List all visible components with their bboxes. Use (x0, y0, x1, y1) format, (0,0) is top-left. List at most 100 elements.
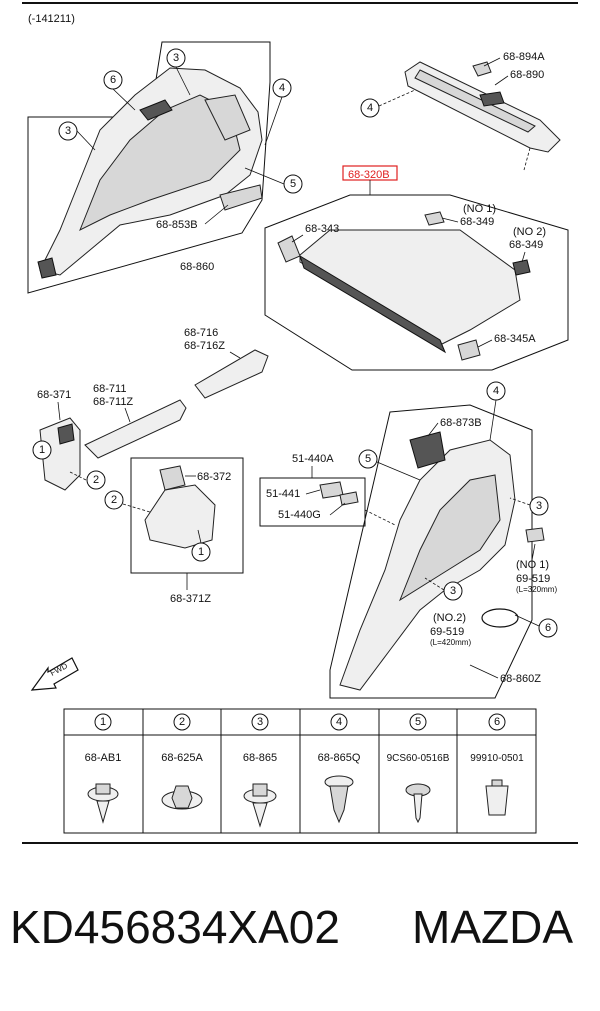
label-68-349-a: 68-349 (460, 216, 494, 228)
sill-plate-ridge (414, 69, 536, 133)
callout-4-top: 4 (264, 78, 292, 146)
svg-text:4: 4 (336, 716, 342, 728)
part-68-372 (159, 465, 186, 491)
callout-3-left: 3 (58, 121, 96, 151)
push-clip-icon (87, 783, 119, 824)
svg-text:4: 4 (493, 385, 499, 397)
label-68-873B: 68-873B (440, 417, 482, 429)
leader-68-349-a (441, 217, 459, 223)
frame-51-440A (259, 477, 366, 527)
part-68-371Z (144, 484, 216, 549)
callout-6-right: 6 (514, 614, 558, 638)
svg-text:2: 2 (93, 474, 99, 486)
part-68-873B (409, 431, 446, 469)
svg-text:6: 6 (110, 74, 116, 86)
frame-68-860Z (329, 404, 533, 699)
label-len-a: (L=320mm) (516, 585, 557, 594)
trim-clip (37, 257, 57, 279)
part-68-343 (277, 235, 301, 263)
legend-col-6: 6 99910-0501 (470, 713, 524, 816)
callout-3-mid: 3 (424, 577, 463, 601)
leader-51-441 (305, 489, 321, 495)
revision-label: (-141211) (28, 13, 75, 25)
svg-text:2: 2 (111, 494, 117, 506)
legend-part-9CS60-0516B: 9CS60-0516B (387, 753, 450, 764)
svg-text:5: 5 (415, 716, 421, 728)
leader-68-873B (427, 422, 439, 437)
label-68-894A: 68-894A (503, 51, 545, 63)
grommet-icon (485, 779, 509, 816)
label-68-320B: 68-320B (348, 169, 390, 181)
svg-text:6: 6 (545, 622, 551, 634)
leader-68-860Z (469, 664, 499, 679)
label-no2-a: (NO 2) (513, 226, 546, 238)
legend-part-68-865: 68-865 (243, 752, 277, 764)
part-68-711 (84, 399, 187, 459)
part-69-519-no2 (481, 608, 519, 628)
trim-vent (139, 99, 173, 121)
label-68-853B: 68-853B (156, 219, 198, 231)
part-51-440G (339, 491, 359, 506)
legend-col-4: 4 68-865Q (318, 713, 361, 824)
svg-text:3: 3 (536, 500, 542, 512)
nut-clip-icon (161, 785, 203, 810)
label-51-440A: 51-440A (292, 453, 334, 465)
leader-68-371 (57, 401, 61, 421)
part-68-349-no1 (424, 211, 445, 226)
svg-text:1: 1 (100, 716, 106, 728)
callout-2-bracket: 2 (69, 470, 106, 490)
leader-68-894A (483, 57, 501, 67)
callout-1-bracket: 1 (32, 440, 52, 460)
callout-1-box: 1 (191, 529, 211, 562)
callout-2-lower: 2 (104, 490, 151, 513)
callout-5-right: 5 (358, 449, 421, 481)
callout-3-right: 3 (509, 496, 549, 516)
label-no1-b: (NO 1) (516, 559, 549, 571)
legend-part-99910-0501: 99910-0501 (470, 753, 524, 764)
legend-col-5: 5 9CS60-0516B (387, 713, 450, 824)
footer-part-number: KD456834XA02 (10, 901, 340, 953)
dash-51-440A (364, 509, 396, 526)
svg-text:3: 3 (450, 585, 456, 597)
label-68-345A: 68-345A (494, 333, 536, 345)
legend-col-3: 3 68-865 (243, 713, 277, 828)
label-68-716Z: 68-716Z (184, 340, 225, 352)
label-68-711: 68-711 (93, 383, 126, 395)
label-51-441: 51-441 (266, 488, 300, 500)
callout-3-top: 3 (166, 48, 191, 96)
label-68-349-b: 68-349 (509, 239, 543, 251)
leader-68-853B (204, 204, 229, 225)
legend-part-68-AB1: 68-AB1 (85, 752, 122, 764)
quarter-trim-right-inner (398, 474, 501, 602)
svg-text:1: 1 (198, 546, 204, 558)
fwd-arrow-icon: FWD (30, 657, 79, 691)
legend-col-1: 1 68-AB1 (85, 713, 122, 824)
screw-icon (405, 783, 431, 824)
footer-brand: MAZDA (412, 901, 573, 953)
svg-text:5: 5 (290, 178, 296, 190)
part-68-371-clip (57, 423, 75, 445)
label-68-371: 68-371 (37, 389, 71, 401)
label-68-716: 68-716 (184, 327, 218, 339)
svg-text:5: 5 (365, 453, 371, 465)
label-68-711Z: 68-711Z (93, 396, 133, 408)
callout-4-sill: 4 (360, 89, 416, 118)
label-no1-a: (NO 1) (463, 203, 496, 215)
part-51-441 (319, 481, 344, 499)
svg-text:3: 3 (173, 52, 179, 64)
legend-part-68-865Q: 68-865Q (318, 752, 361, 764)
leader-68-890 (494, 75, 509, 86)
label-69-519-a: 69-519 (516, 573, 550, 585)
footer-caption: KD456834XA02 MAZDA (0, 900, 600, 970)
leader-68-349-b (521, 251, 526, 263)
callout-4-right: 4 (486, 381, 506, 441)
part-68-894A (472, 61, 492, 77)
label-68-371Z: 68-371Z (170, 593, 211, 605)
callout-6-top: 6 (103, 70, 136, 111)
trim-grille (204, 94, 251, 141)
leader-68-343 (291, 234, 304, 243)
label-68-860Z: 68-860Z (500, 673, 541, 685)
leader-68-345A (477, 339, 493, 348)
tonneau-roller (299, 254, 447, 354)
